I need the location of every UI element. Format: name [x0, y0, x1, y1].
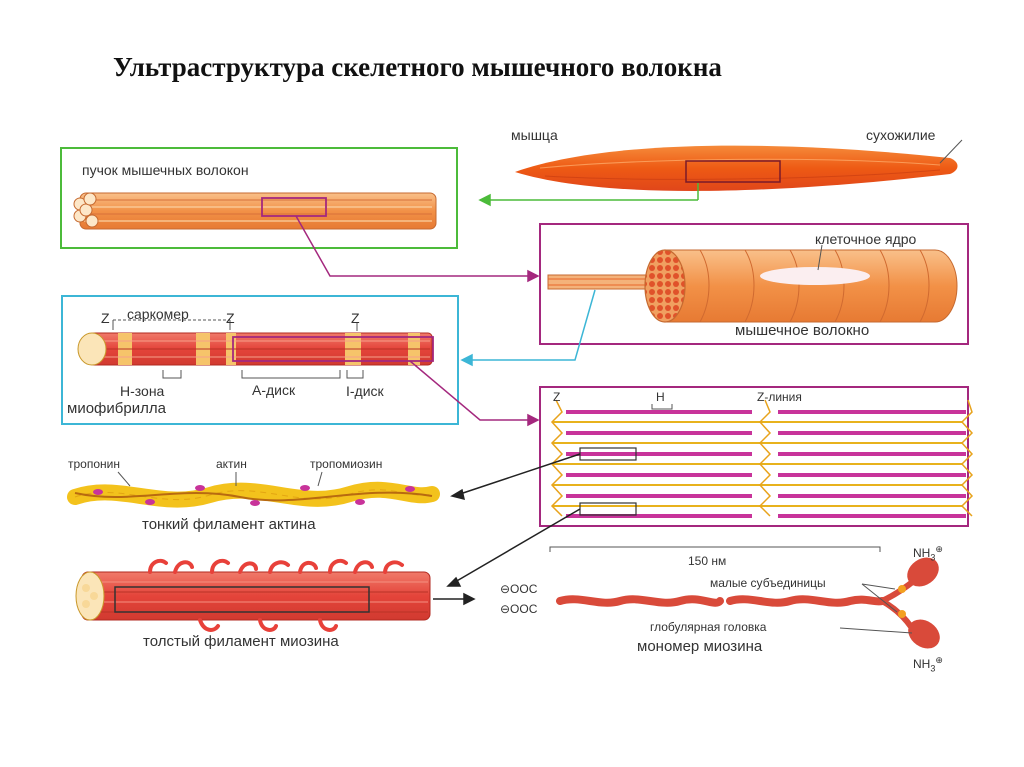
label-myosin-monomer: мономер миозина: [637, 638, 763, 655]
nh-bottom-sup: ⊕: [935, 655, 943, 665]
label-nucleus: клеточное ядро: [815, 231, 917, 247]
label-z-left: Z: [553, 390, 561, 404]
nh-bottom-text: NH: [913, 657, 931, 671]
label-tendon: сухожилие: [866, 127, 936, 143]
label-coo-1: ⊖OOC: [500, 582, 538, 596]
label-bundle: пучок мышечных волокон: [82, 162, 249, 178]
fiber-panel: [539, 223, 969, 345]
nh-top-sub: 3: [930, 552, 936, 563]
bundle-panel: [60, 147, 458, 249]
label-z3: Z: [351, 310, 360, 326]
label-thin-filament: тонкий филамент актина: [142, 516, 316, 533]
label-muscle: мышца: [511, 127, 558, 143]
myosin-monomer: [549, 546, 940, 649]
label-z-line: Z-линия: [757, 390, 802, 404]
label-nh3-top: NH3⊕: [913, 545, 943, 562]
z-lines: [550, 399, 974, 517]
label-troponin: тропонин: [68, 457, 120, 471]
nh-top-sup: ⊕: [935, 544, 943, 554]
label-scale: 150 нм: [688, 554, 727, 568]
label-light-chains: малые субъединицы: [710, 576, 826, 590]
label-thick-filament: толстый филамент миозина: [143, 633, 339, 650]
label-z2: Z: [226, 310, 235, 326]
label-globular-head: глобулярная головка: [650, 620, 767, 634]
thick-filament-myosin: [75, 558, 431, 632]
sarcomere-panel: [539, 386, 974, 527]
page-title: Ультраструктура скелетного мышечного вол…: [113, 52, 722, 82]
label-z1: Z: [101, 310, 110, 326]
label-nh3-bottom: NH3⊕: [913, 656, 943, 673]
label-h-zone: Н-зона: [120, 383, 165, 399]
label-tropomyosin: тропомиозин: [310, 457, 383, 471]
label-i-disc: I-диск: [346, 383, 384, 399]
thin-filament-actin: [67, 471, 440, 508]
nucleus-shape: [760, 267, 870, 285]
label-h-top: Н: [656, 390, 665, 404]
label-coo-2: ⊖OOC: [500, 602, 538, 616]
nh-top-text: NH: [913, 546, 931, 560]
muscle-illustration: [515, 139, 963, 191]
myofibril-panel: [61, 295, 459, 425]
label-muscle-fiber: мышечное волокно: [735, 322, 870, 339]
label-actin: актин: [216, 457, 247, 471]
myosin-rows: [566, 410, 966, 518]
label-sarcomere: саркомер: [127, 306, 189, 322]
label-a-disc: А-диск: [252, 382, 296, 398]
nh-bottom-sub: 3: [930, 663, 936, 674]
label-myofibril: миофибрилла: [67, 400, 166, 417]
fiber-bundle: [73, 192, 437, 230]
actin-rows: [552, 421, 962, 507]
connector-arrows: [295, 183, 699, 606]
